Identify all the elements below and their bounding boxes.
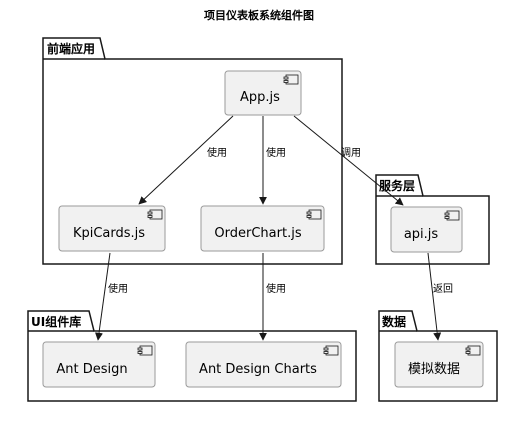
component-label-ant-design: Ant Design [56,362,127,377]
component-label-app: App.js [240,90,280,105]
edge-app-api [293,115,404,206]
package-label-data: 数据 [382,314,406,329]
component-label-mock-data: 模拟数据 [408,362,460,377]
package-label-services: 服务层 [379,178,415,193]
component-icon [147,209,163,220]
package-label-ui-library: UI组件库 [31,314,81,329]
edge-label-app-order: 使用 [266,146,286,159]
edge-app-kpi [138,115,234,205]
component-mock-data[interactable]: 模拟数据 [394,341,484,388]
component-orderchart[interactable]: OrderChart.js [200,205,325,252]
edge-kpi-antd [95,252,111,341]
edge-label-api-mock: 返回 [433,283,453,295]
component-icon [323,345,339,356]
component-icon [283,74,299,85]
component-app[interactable]: App.js [224,70,302,116]
component-label-ant-design-charts: Ant Design Charts [199,362,317,377]
edges: 使用 使用 调用 使用 使用 返回 [95,115,453,341]
diagram-title: 项目仪表板系统组件图 [204,8,314,22]
component-icon [137,345,153,356]
package-label-frontend: 前端应用 [47,41,95,56]
component-ant-design-charts[interactable]: Ant Design Charts [185,341,342,388]
component-label-api: api.js [404,227,439,242]
component-icon [465,345,481,356]
edge-api-mock [427,252,442,341]
component-icon [306,209,322,220]
edge-label-kpi-antd: 使用 [108,282,128,295]
component-api[interactable]: api.js [390,206,463,253]
component-label-orderchart: OrderChart.js [214,226,301,241]
edge-label-order-charts: 使用 [266,282,286,295]
component-label-kpicards: KpiCards.js [73,226,145,241]
component-kpicards[interactable]: KpiCards.js [58,205,166,252]
edge-label-app-api: 调用 [341,147,361,159]
component-icon [444,210,460,221]
component-ant-design[interactable]: Ant Design [42,341,156,388]
edge-label-app-kpi: 使用 [207,146,227,159]
